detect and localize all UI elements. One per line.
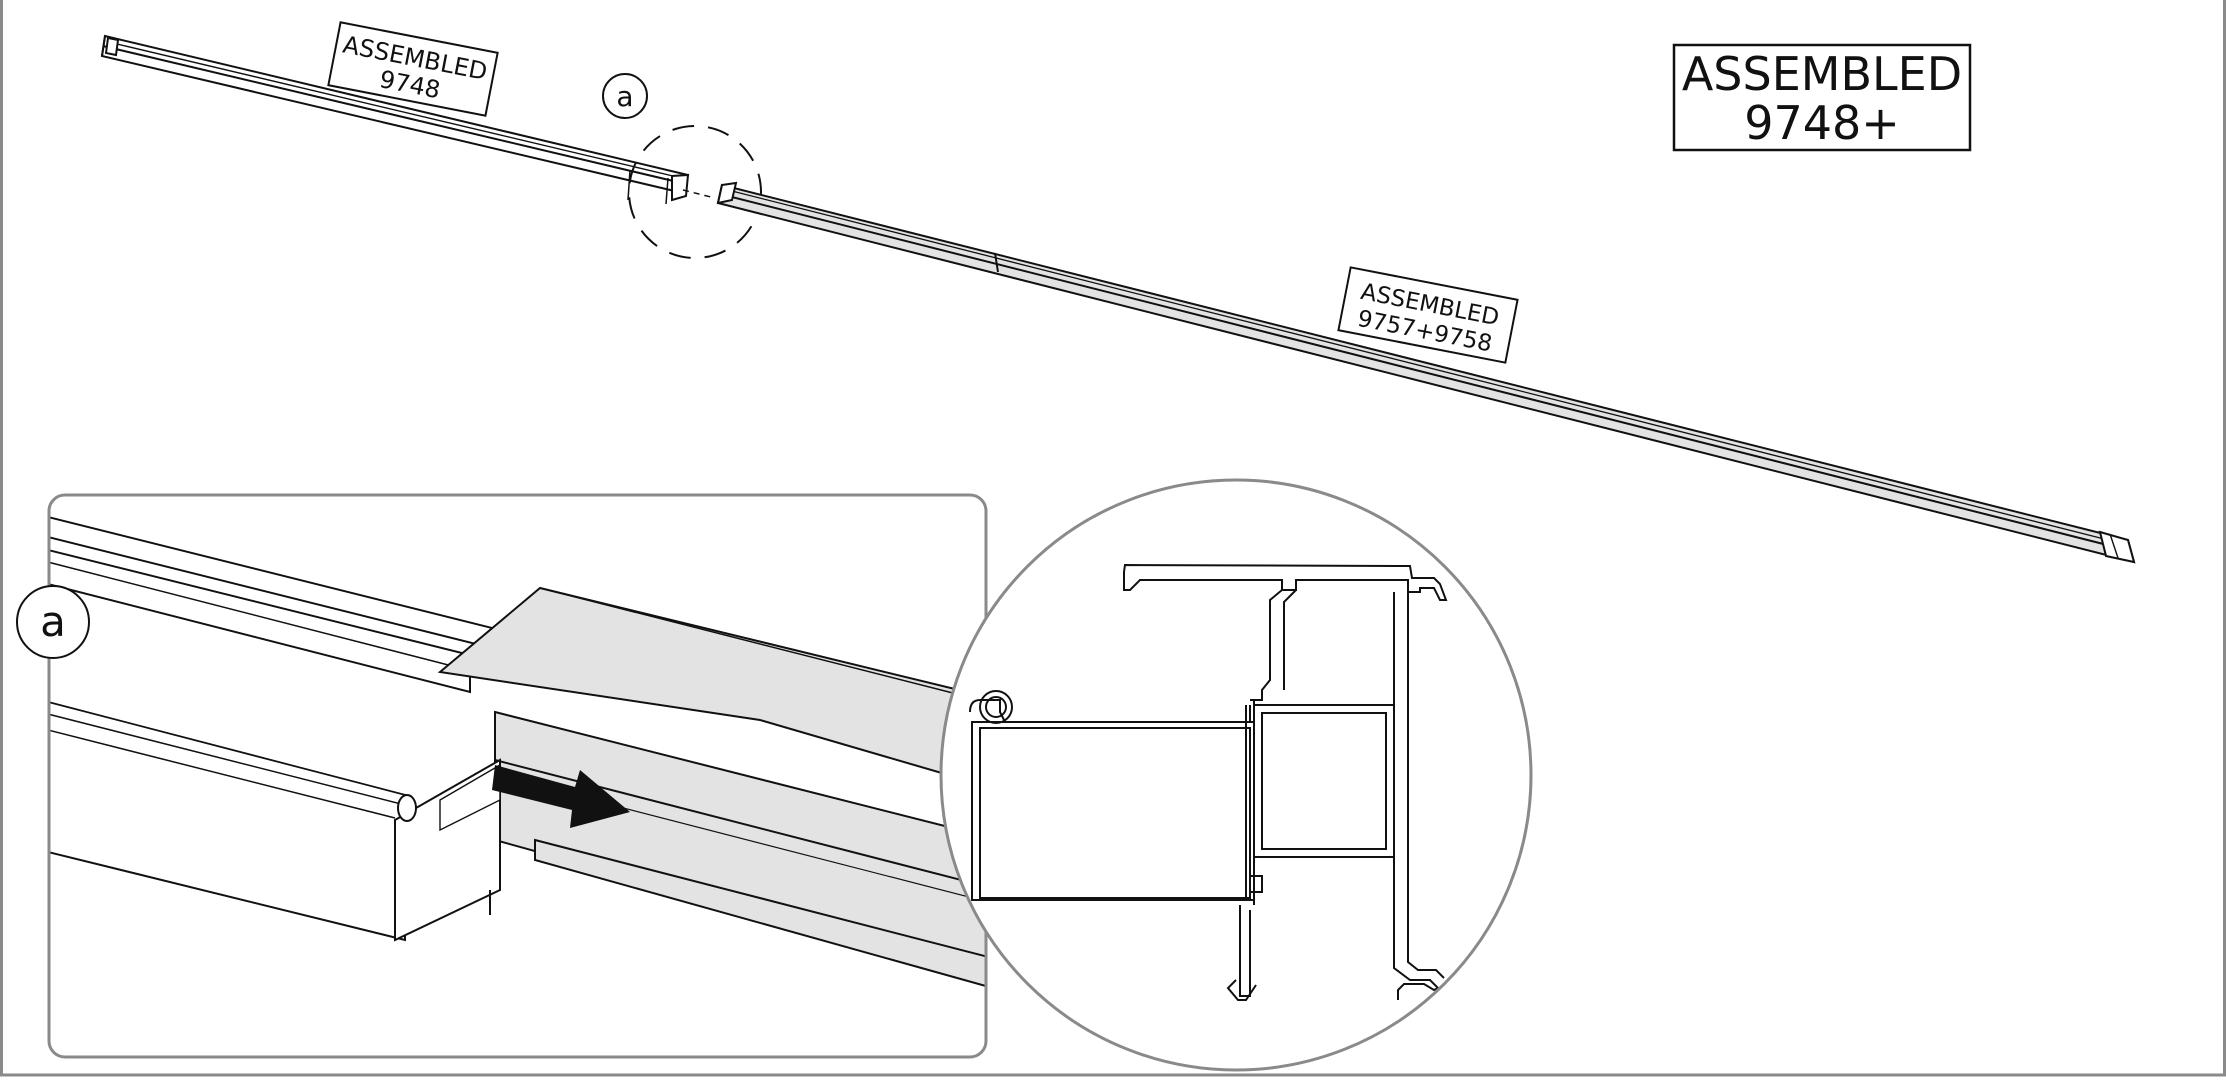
callout-a-large-letter: a — [40, 597, 66, 646]
rail-left-9748 — [100, 34, 690, 205]
insert-direction-arrow — [492, 765, 630, 828]
cross-section-circle-frame — [939, 478, 1533, 1072]
main-assembly-label: ASSEMBLED 9748+ — [1672, 43, 1972, 152]
main-label-line2: 9748+ — [1744, 96, 1900, 150]
rail-left-label-box: ASSEMBLED 9748 — [327, 21, 499, 117]
callout-a-large: a — [16, 585, 90, 659]
detail-panel-perspective — [49, 513, 986, 992]
callout-a-small: a — [602, 73, 648, 119]
rail-right-9757-9758 — [716, 181, 2136, 564]
cross-section-circle-bg — [941, 480, 1531, 1070]
alignment-dashed-line — [682, 189, 716, 199]
profile-cross-section — [969, 563, 1448, 1001]
callout-a-small-letter: a — [616, 80, 633, 113]
detail-dashed-circle — [628, 125, 762, 259]
main-label-line1: ASSEMBLED — [1682, 47, 1962, 101]
